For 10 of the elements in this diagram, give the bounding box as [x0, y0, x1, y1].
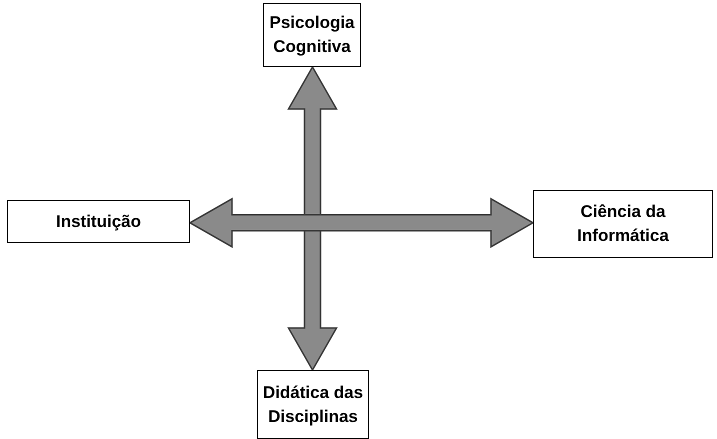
double-arrow [287, 65, 338, 372]
box-label: Instituição [56, 210, 141, 232]
box-label: Ciência da Informática [576, 201, 670, 247]
double-arrow [188, 198, 535, 248]
label-box [7, 200, 190, 243]
label-box [533, 190, 713, 258]
label-box [257, 370, 369, 439]
box-label: Psicologia Cognitiva [268, 12, 356, 58]
box-label: Didática das Disciplinas [262, 382, 364, 428]
label-box [263, 3, 361, 67]
